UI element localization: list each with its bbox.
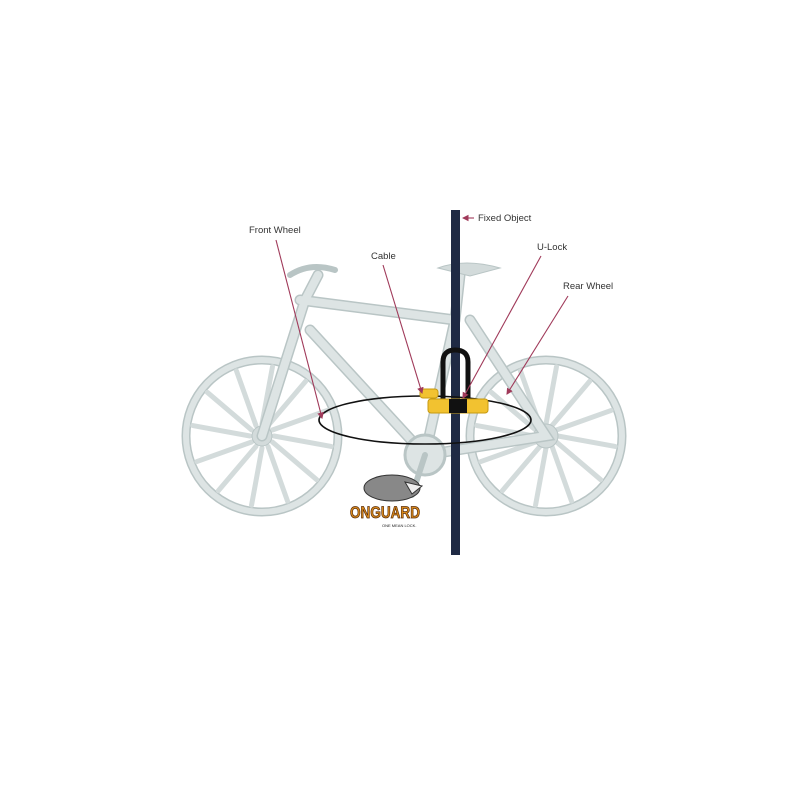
- label-cable: Cable: [371, 251, 424, 395]
- spoke: [271, 433, 334, 449]
- spoke: [249, 445, 265, 508]
- spoke: [204, 389, 255, 433]
- svg-text:Fixed Object: Fixed Object: [478, 213, 532, 224]
- onguard-logo: ONGUARD ONE MEAN LOCK.: [350, 474, 424, 528]
- svg-text:ONE MEAN LOCK.: ONE MEAN LOCK.: [382, 523, 416, 528]
- u-lock: [419, 347, 489, 414]
- spoke: [533, 445, 549, 508]
- bike-frame: [256, 262, 556, 498]
- spoke: [553, 407, 614, 433]
- spoke: [555, 433, 618, 449]
- svg-text:U-Lock: U-Lock: [537, 242, 567, 253]
- spoke: [265, 443, 291, 504]
- front-wheel: [181, 355, 343, 517]
- spoke: [478, 439, 539, 465]
- spoke: [233, 368, 259, 429]
- spoke: [499, 443, 543, 494]
- label-u-lock: U-Lock: [462, 242, 567, 399]
- svg-text:Front Wheel: Front Wheel: [249, 225, 301, 236]
- spoke: [265, 378, 309, 429]
- label-front-wheel: Front Wheel: [249, 225, 324, 420]
- spoke: [194, 439, 255, 465]
- spoke: [543, 364, 559, 427]
- spoke: [488, 389, 539, 433]
- spoke: [549, 378, 593, 429]
- spoke: [215, 443, 259, 494]
- label-rear-wheel: Rear Wheel: [506, 281, 613, 395]
- rear-wheel: [465, 355, 627, 517]
- saddle: [436, 262, 502, 277]
- spoke: [549, 443, 575, 504]
- spoke: [553, 439, 604, 483]
- svg-text:Rear Wheel: Rear Wheel: [563, 281, 613, 292]
- svg-text:ONGUARD: ONGUARD: [350, 503, 420, 522]
- svg-text:Cable: Cable: [371, 251, 396, 262]
- spoke: [269, 439, 320, 483]
- spoke: [190, 423, 253, 439]
- fixed-object-pole: [451, 210, 460, 555]
- label-fixed-object: Fixed Object: [461, 213, 532, 224]
